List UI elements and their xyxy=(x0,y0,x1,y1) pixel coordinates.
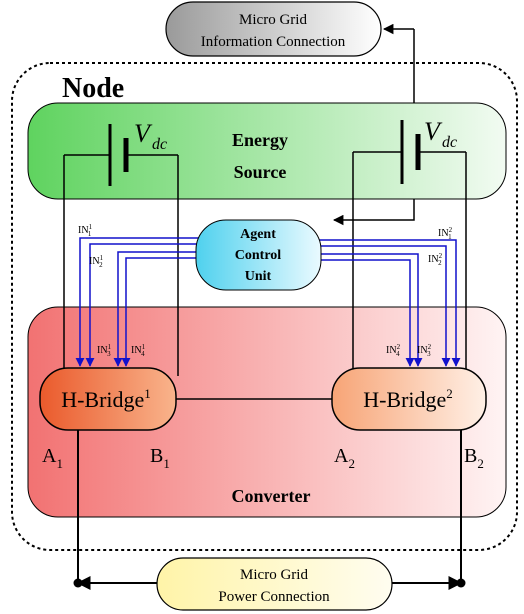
h-bridge-1-label: H-Bridge1 xyxy=(61,386,151,412)
terminal-dot-right xyxy=(456,578,466,588)
control-signals-bridge2 xyxy=(318,239,461,367)
terminal-a2: A2 xyxy=(334,445,355,471)
terminal-dot-left xyxy=(73,578,83,588)
converter-region: Converter xyxy=(27,306,507,518)
vdc-label-right: V dc xyxy=(424,117,457,151)
svg-text:dc: dc xyxy=(442,134,457,151)
energy-source-line2: Source xyxy=(234,162,287,182)
terminal-b1: B1 xyxy=(150,445,170,471)
info-connection-arrows xyxy=(332,23,415,226)
control-signals-bridge1 xyxy=(75,237,200,367)
dc-source-left xyxy=(63,124,179,376)
energy-source-line1: Energy xyxy=(232,130,288,150)
micro-grid-power-line1: Micro Grid xyxy=(240,567,308,583)
terminal-a1: A1 xyxy=(42,445,63,471)
h-bridge-1: H-Bridge1 xyxy=(39,367,177,431)
micro-grid-info-line1: Micro Grid xyxy=(239,12,307,28)
node-label: Node xyxy=(62,73,124,104)
terminal-b2: B2 xyxy=(464,445,484,471)
energy-source-region: Energy Source xyxy=(27,102,507,200)
h-bridge-2-label: H-Bridge2 xyxy=(363,386,453,412)
agent-control-line3: Unit xyxy=(245,269,272,284)
svg-text:dc: dc xyxy=(152,136,167,153)
micro-grid-power-box: Micro Grid Power Connection xyxy=(156,557,393,611)
svg-text:V: V xyxy=(424,117,443,146)
agent-control-line1: Agent xyxy=(240,227,276,242)
h-bridge-2: H-Bridge2 xyxy=(331,367,487,431)
vdc-label-left: V dc xyxy=(134,119,167,153)
converter-label: Converter xyxy=(232,486,311,506)
micro-grid-info-box: Micro Grid Information Connection xyxy=(165,1,382,57)
micro-grid-info-line2: Information Connection xyxy=(201,34,346,50)
dc-source-right xyxy=(352,120,467,376)
power-output-wires xyxy=(76,430,463,590)
svg-text:V: V xyxy=(134,119,153,148)
terminal-labels: A1 B1 A2 B2 xyxy=(42,445,484,471)
micro-grid-power-line2: Power Connection xyxy=(218,589,330,605)
agent-control-unit: Agent Control Unit xyxy=(195,219,322,291)
agent-control-line2: Control xyxy=(235,248,282,263)
